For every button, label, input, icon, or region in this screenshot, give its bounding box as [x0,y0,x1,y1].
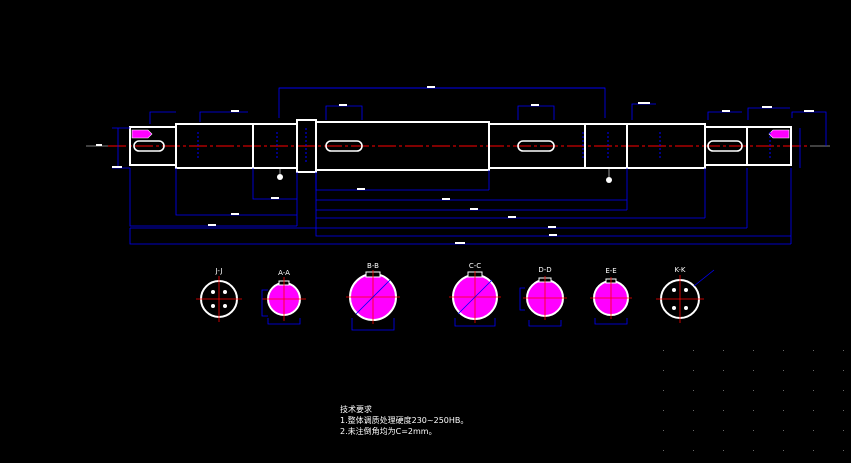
section-label-c: C-C [469,262,481,270]
grid-dot [663,450,664,451]
grid-dot [813,390,814,391]
grid-dot [663,350,664,351]
section-marker-right [606,177,612,183]
grid-dot [813,430,814,431]
section-d [519,276,567,327]
grid-dot [783,370,784,371]
grid-dot [723,350,724,351]
dimension-lines [112,87,827,245]
section-marker-left [277,174,283,180]
section-c [449,271,501,327]
notes-heading: 技术要求 [340,405,372,414]
section-b [346,270,400,331]
grid-dot [693,450,694,451]
section-label-k: K-K [675,266,686,274]
grid-dot [753,350,754,351]
grid-dot [693,410,694,411]
section-views [196,269,715,331]
section-label-e: E-E [605,267,616,275]
grid-dot [843,350,844,351]
section-label-d: D-D [538,266,551,274]
center-hole-left [131,129,153,139]
grid-dot [843,430,844,431]
grid-dot [843,370,844,371]
grid-dot [783,350,784,351]
grid-dot [753,410,754,411]
grid-dot [753,390,754,391]
keyway-left-end [133,140,165,152]
section-label-j: J-J [215,267,223,275]
grid-dot [693,430,694,431]
center-hole-right [768,129,790,139]
grid-dot [723,430,724,431]
grid-dot [663,430,664,431]
grid-dot [693,390,694,391]
section-label-b: B-B [367,262,379,270]
grid-dot [813,450,814,451]
grid-dot [723,370,724,371]
shaft-main-view [86,119,830,183]
grid-dot [813,350,814,351]
grid-dot [783,390,784,391]
grid-dot [663,410,664,411]
notes-line-1: 1.整体调质处理硬度230~250HB。 [340,416,469,425]
dot-grid [663,350,844,451]
grid-dot [723,390,724,391]
grid-dot [783,410,784,411]
grid-dot [783,430,784,431]
section-k [656,269,715,323]
section-e [590,277,632,325]
section-j [196,276,242,322]
grid-dot [663,370,664,371]
keyway-middle-left [325,140,363,152]
shaft-step-1 [175,123,254,169]
grid-dot [843,410,844,411]
grid-dot [753,370,754,371]
grid-dot [723,410,724,411]
keyway-middle-right [517,140,555,152]
grid-dot [843,450,844,451]
grid-dot [753,430,754,431]
technical-requirements: 技术要求 1.整体调质处理硬度230~250HB。 2.未注倒角均为C=2mm。 [340,404,468,437]
grid-dot [693,350,694,351]
keyway-right [707,140,743,152]
shaft-end-right [746,126,792,166]
section-a [261,277,306,325]
grid-dot [843,390,844,391]
notes-line-2: 2.未注倒角均为C=2mm。 [340,427,437,436]
grid-dot [813,370,814,371]
grid-dot [693,370,694,371]
grid-dot [813,410,814,411]
grid-dot [753,450,754,451]
grid-dot [783,450,784,451]
dimension-text-marks [96,86,814,244]
grid-dot [663,390,664,391]
section-label-a: A-A [278,269,290,277]
grid-dot [723,450,724,451]
